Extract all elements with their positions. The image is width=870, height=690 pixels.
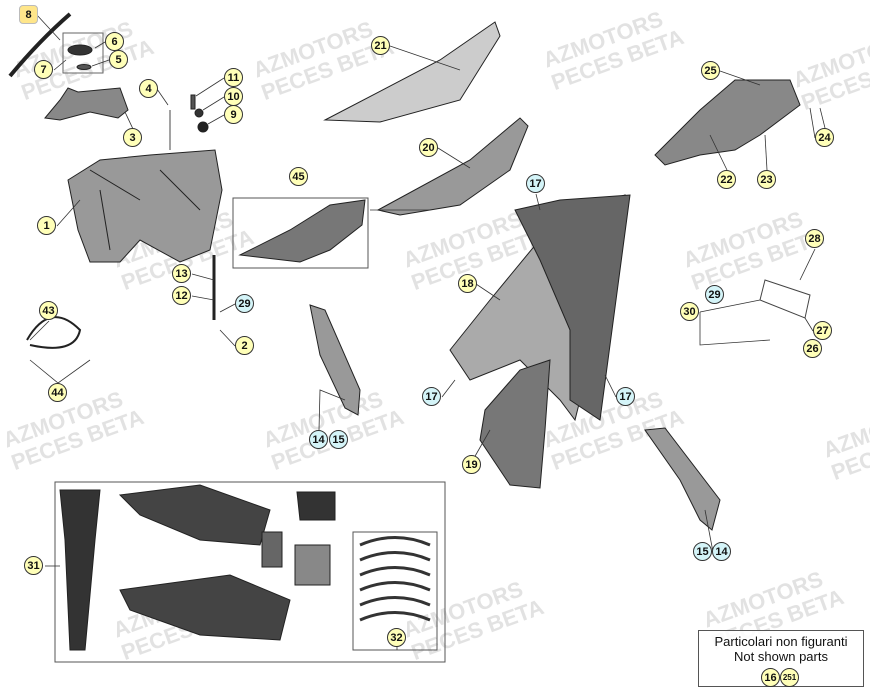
callout-11[interactable]: 11	[224, 68, 243, 87]
callout-45[interactable]: 45	[289, 167, 308, 186]
callout-23[interactable]: 23	[757, 170, 776, 189]
callout-15[interactable]: 15	[329, 430, 348, 449]
decal-tank	[294, 544, 331, 586]
decal-headlight	[296, 491, 336, 521]
bushing	[197, 121, 209, 133]
rear-fender-support	[654, 79, 801, 166]
decal-small	[261, 531, 283, 568]
callout-251[interactable]: 251	[780, 668, 799, 687]
callout-32[interactable]: 32	[387, 628, 406, 647]
fuel-tank	[67, 149, 223, 263]
callout-2[interactable]: 2	[235, 336, 254, 355]
callout-9[interactable]: 9	[224, 105, 243, 124]
callout-22[interactable]: 22	[717, 170, 736, 189]
callout-20[interactable]: 20	[419, 138, 438, 157]
callout-43[interactable]: 43	[39, 301, 58, 320]
callout-25[interactable]: 25	[701, 61, 720, 80]
callout-44[interactable]: 44	[48, 383, 67, 402]
seat-base-box	[232, 197, 369, 269]
callout-5[interactable]: 5	[109, 50, 128, 69]
callout-17[interactable]: 17	[526, 174, 545, 193]
callout-12[interactable]: 12	[172, 286, 191, 305]
fuel-cap	[67, 44, 93, 56]
callout-29[interactable]: 29	[705, 285, 724, 304]
frame-guard-right	[644, 427, 721, 531]
callout-27[interactable]: 27	[813, 321, 832, 340]
callout-15[interactable]: 15	[693, 542, 712, 561]
callout-4[interactable]: 4	[139, 79, 158, 98]
not-shown-italian: Particolari non figuranti	[714, 634, 848, 649]
callout-21[interactable]: 21	[371, 36, 390, 55]
callout-19[interactable]: 19	[462, 455, 481, 474]
callout-28[interactable]: 28	[805, 229, 824, 248]
callout-6[interactable]: 6	[105, 32, 124, 51]
callout-13[interactable]: 13	[172, 264, 191, 283]
seat-cover	[323, 21, 501, 123]
callout-30[interactable]: 30	[680, 302, 699, 321]
leader-lines	[29, 13, 826, 650]
callout-3[interactable]: 3	[123, 128, 142, 147]
not-shown-parts-box: Particolari non figuranti Not shown part…	[698, 630, 864, 687]
callout-14[interactable]: 14	[712, 542, 731, 561]
decal-shroud-top	[118, 484, 271, 546]
callout-7[interactable]: 7	[34, 60, 53, 79]
cap-gasket	[76, 64, 92, 70]
strap	[26, 316, 82, 349]
callout-17[interactable]: 17	[422, 387, 441, 406]
callout-29[interactable]: 29	[235, 294, 254, 313]
callout-18[interactable]: 18	[458, 274, 477, 293]
not-shown-english: Not shown parts	[734, 649, 828, 664]
decal-shroud-bottom	[119, 574, 291, 641]
bolt	[190, 94, 196, 110]
rim-decal-box	[352, 531, 438, 651]
fuel-breather-hose	[8, 12, 72, 78]
callout-26[interactable]: 26	[803, 339, 822, 358]
callout-16[interactable]: 16	[761, 668, 780, 687]
callout-17[interactable]: 17	[616, 387, 635, 406]
callout-8[interactable]: 8	[19, 5, 38, 24]
decal-front-fender	[59, 489, 101, 651]
bracket	[759, 279, 811, 319]
decal-kit-box	[54, 481, 446, 663]
side-scoop	[479, 359, 551, 489]
number-plate	[514, 194, 631, 421]
callout-10[interactable]: 10	[224, 87, 243, 106]
cap-group-box	[62, 32, 104, 74]
rim-decals	[359, 536, 431, 622]
callout-31[interactable]: 31	[24, 556, 43, 575]
callout-1[interactable]: 1	[37, 216, 56, 235]
seat-base	[238, 199, 366, 263]
callout-24[interactable]: 24	[815, 128, 834, 147]
frame-guard-left	[309, 304, 361, 416]
seat	[376, 117, 529, 216]
callout-14[interactable]: 14	[309, 430, 328, 449]
washer	[194, 108, 204, 118]
tank-cover	[44, 87, 129, 121]
